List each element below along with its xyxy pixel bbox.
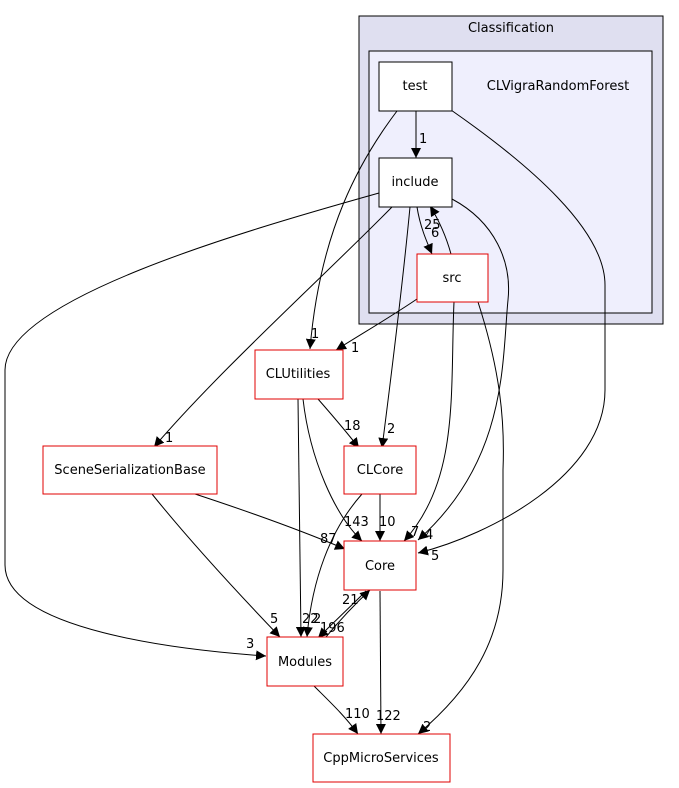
node-modules-box: [266, 636, 344, 687]
edge-modules-cppmicro: [313, 685, 359, 735]
node-modules-label: Modules: [278, 655, 332, 670]
node-clcore-label: CLCore: [357, 463, 403, 478]
edge-src-core: [403, 301, 455, 542]
edge-label-src-include: 25: [424, 218, 441, 233]
node-test[interactable]: test: [378, 61, 453, 112]
edge-include-src: [416, 206, 433, 255]
edge-src-clutilities: [335, 298, 418, 351]
node-include-label: include: [391, 175, 438, 190]
node-core[interactable]: Core: [343, 540, 417, 591]
edge-src-cppmicro: [417, 301, 504, 735]
edge-scene-modules: [151, 493, 281, 638]
node-src[interactable]: src: [416, 253, 489, 303]
edge-label-modules-core: 21: [342, 593, 359, 608]
node-src-label: src: [443, 271, 462, 286]
node-sceneserializationbase-label: SceneSerializationBase: [54, 463, 205, 478]
edge-clutilities-modules: [295, 398, 306, 638]
node-include[interactable]: include: [378, 157, 453, 208]
node-clutilities-label: CLUtilities: [266, 367, 331, 382]
node-test-box: [378, 61, 453, 112]
edge-label-core-modules: 196: [320, 621, 345, 636]
edge-label-core-cppmicro: 122: [376, 709, 401, 724]
node-test-label: test: [403, 79, 428, 94]
node-sceneserializationbase[interactable]: SceneSerializationBase: [42, 445, 218, 495]
edge-label-include-src: 6: [431, 226, 439, 241]
edge-label-clutilities-modules: 22: [302, 612, 319, 627]
node-src-box: [416, 253, 489, 303]
node-clutilities-box: [254, 349, 344, 400]
edge-label-include-scene: 1: [165, 431, 173, 446]
cluster-classification-title: Classification: [468, 21, 554, 36]
edge-clutilities-clcore: [317, 398, 360, 449]
edge-label-test-include: 1: [419, 132, 427, 147]
edge-label-clutilities-clcore: 18: [344, 419, 361, 434]
edge-label-src-cppmicro: 2: [423, 720, 431, 735]
edge-label-test-clutilities: 1: [311, 327, 319, 342]
edge-labels: 1 1 6 25 1 1 2 7 4 5 3 2 18 143 22 87 5 …: [165, 132, 441, 735]
edge-label-include-core: 7: [411, 525, 419, 540]
edge-label-scene-core: 87: [320, 532, 337, 547]
edge-src-include: [429, 205, 452, 255]
edge-clutilities-core: [302, 398, 363, 542]
edge-core-cppmicro: [375, 590, 386, 735]
edge-label-clutilities-core: 143: [344, 515, 369, 530]
edge-label-src-clutilities: 1: [351, 341, 359, 356]
edges: [4, 109, 606, 735]
edge-label-src-core: 4: [425, 528, 433, 543]
edge-scene-core: [191, 492, 346, 550]
edge-clcore-modules: [302, 493, 363, 638]
edge-label-modules-cppmicro: 110: [345, 707, 370, 722]
node-modules[interactable]: Modules: [266, 636, 344, 687]
edge-modules-core: [325, 589, 371, 638]
node-cppmicroservices[interactable]: CppMicroServices: [312, 733, 451, 783]
node-include-box: [378, 157, 453, 208]
edge-label-include-clcore: 2: [387, 422, 395, 437]
edge-include-scene: [153, 206, 393, 448]
edge-label-clcore-modules: 2: [313, 612, 321, 627]
node-clcore[interactable]: CLCore: [343, 445, 417, 495]
node-core-label: Core: [365, 559, 395, 574]
edge-test-core: [417, 109, 606, 556]
node-core-box: [343, 540, 417, 591]
edge-label-scene-modules: 5: [270, 612, 278, 627]
edge-test-clutilities: [305, 110, 398, 350]
node-sceneserializationbase-box: [42, 445, 218, 495]
node-cppmicroservices-label: CppMicroServices: [323, 751, 439, 766]
node-clutilities[interactable]: CLUtilities: [254, 349, 344, 400]
edge-label-test-core: 5: [431, 549, 439, 564]
edge-label-clcore-core: 10: [379, 515, 396, 530]
edge-include-clcore: [378, 206, 411, 449]
cluster-clvigrarandomforest-title: CLVigraRandomForest: [487, 79, 629, 94]
node-cppmicroservices-box: [312, 733, 451, 783]
edge-include-core: [417, 198, 510, 541]
edge-label-include-modules: 3: [246, 637, 254, 652]
node-clcore-box: [343, 445, 417, 495]
edge-include-modules: [4, 192, 380, 661]
